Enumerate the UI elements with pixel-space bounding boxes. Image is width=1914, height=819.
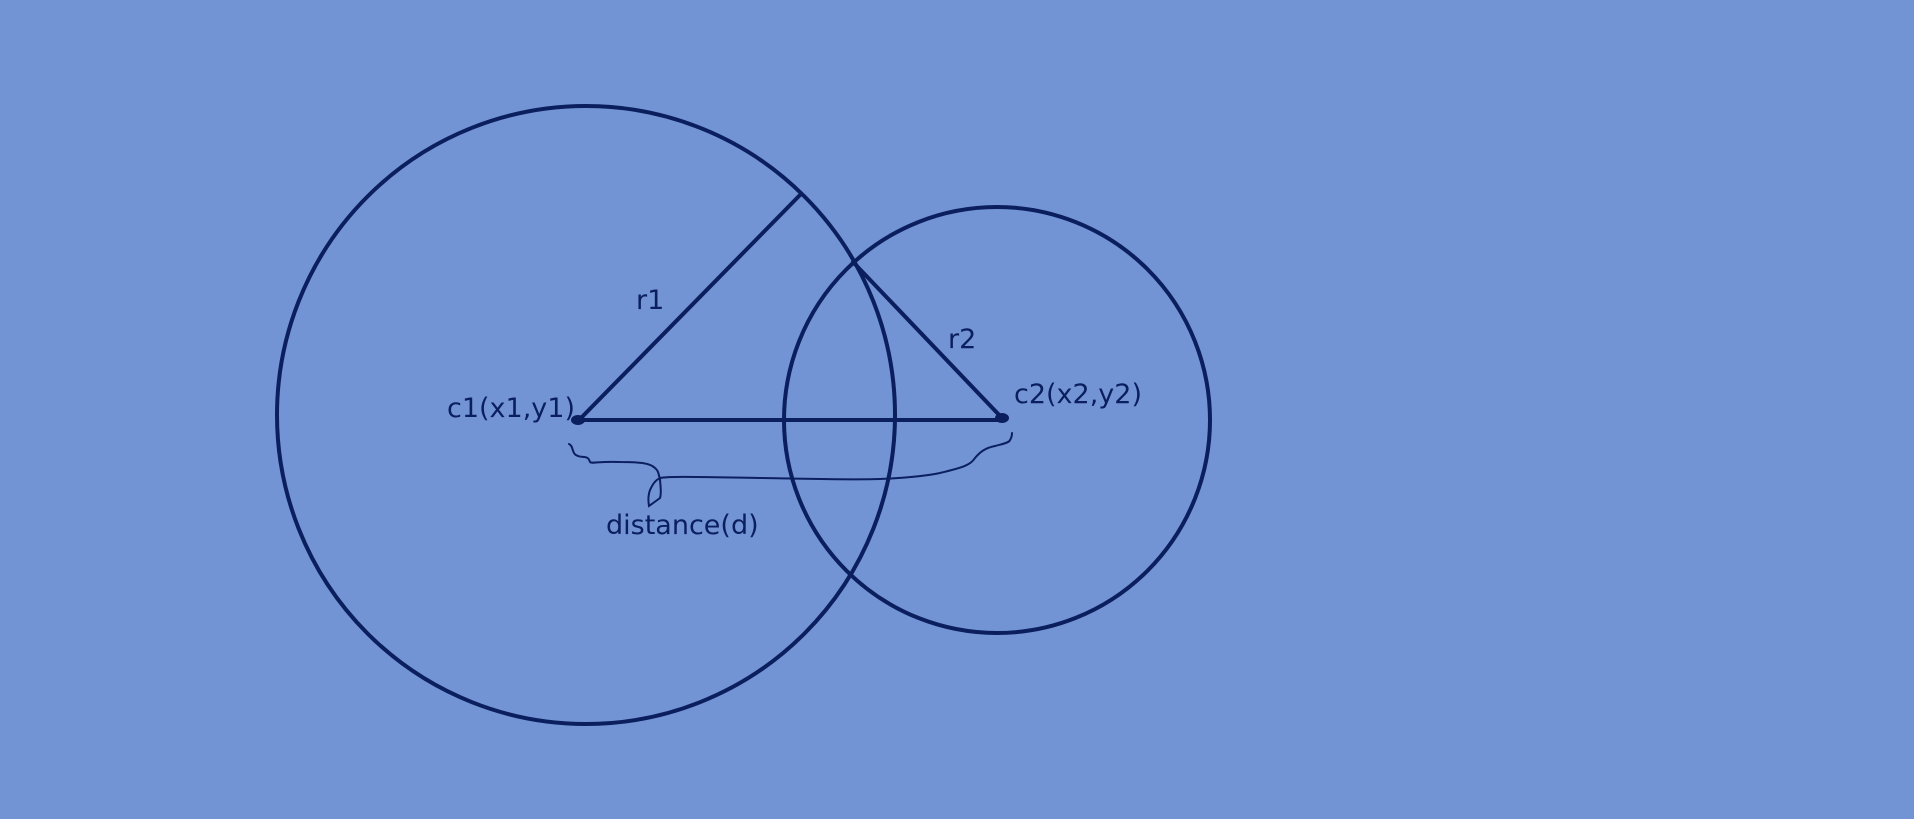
circle-1 [275, 104, 897, 726]
center-1-point [571, 415, 585, 425]
center-2-label: c2(x2,y2) [1014, 379, 1142, 410]
radius-1-label: r1 [636, 285, 664, 316]
center-2-point [995, 413, 1009, 423]
distance-brace-tip [647, 477, 662, 508]
center-1-label: c1(x1,y1) [447, 393, 575, 424]
distance-brace [568, 432, 1013, 481]
radius-2-line [851, 260, 1004, 420]
distance-label: distance(d) [606, 510, 759, 541]
radius-1-line [577, 193, 802, 422]
radius-2-label: r2 [948, 324, 976, 355]
